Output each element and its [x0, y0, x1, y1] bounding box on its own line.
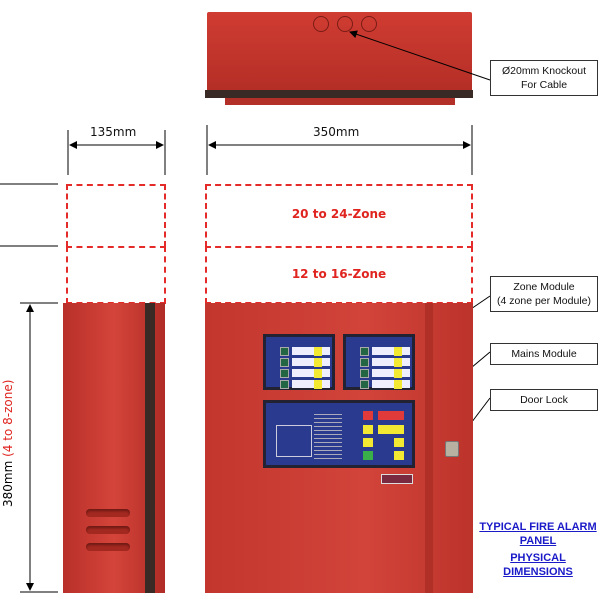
button-red [363, 411, 373, 420]
width-dimension-label: 350mm [313, 125, 360, 139]
zone-module-2 [343, 334, 415, 390]
mains-module-text: Mains Module [511, 348, 577, 360]
height-value: 380mm [1, 460, 15, 507]
height-note: (4 to 8-zone) [1, 379, 15, 457]
mains-module [263, 400, 415, 468]
zone-module-text-1: Zone Module [513, 281, 575, 293]
top-view-base [225, 98, 455, 105]
front-extension-upper [205, 184, 473, 247]
door-lock [445, 441, 459, 457]
depth-dimension-label: 135mm [90, 125, 137, 139]
side-extension-lower [66, 246, 166, 304]
extension-label-upper: 20 to 24-Zone [291, 207, 387, 221]
height-dimension-label: 380mm (4 to 8-zone) [1, 380, 15, 507]
vent-slot [86, 526, 130, 534]
knockout-text-1: Ø20mm Knockout [501, 65, 587, 77]
mains-module-callout: Mains Module [490, 343, 598, 365]
brand-badge [381, 474, 413, 484]
door-lock-text: Door Lock [520, 394, 568, 406]
button-yellow [363, 438, 373, 447]
knockout-hole [313, 16, 329, 32]
side-extension-upper [66, 184, 166, 247]
zone-module-callout: Zone Module (4 zone per Module) [490, 276, 598, 312]
indicator-yellow [394, 451, 404, 460]
fault-indicator [378, 425, 404, 434]
key-switch-area [276, 425, 312, 457]
zone-module-1 [263, 334, 335, 390]
knockout-hole [337, 16, 353, 32]
button-green [363, 451, 373, 460]
knockout-text-2: For Cable [520, 79, 568, 91]
fire-indicator [378, 411, 404, 420]
diagram-title: TYPICAL FIRE ALARM PANEL PHYSICAL DIMENS… [478, 520, 598, 582]
side-view-door-edge [145, 303, 155, 593]
diagram-title-line2: PHYSICAL DIMENSIONS [503, 552, 573, 578]
knockout-callout: Ø20mm Knockout For Cable [490, 60, 598, 96]
diagram-title-line1: TYPICAL FIRE ALARM PANEL [479, 521, 597, 547]
door-lock-callout: Door Lock [490, 389, 598, 411]
indicator-yellow [394, 438, 404, 447]
status-legend [314, 411, 342, 461]
front-door-hinge-edge [425, 303, 433, 593]
top-view-lip [205, 90, 473, 98]
button-yellow [363, 425, 373, 434]
extension-label-lower: 12 to 16-Zone [291, 267, 387, 281]
knockout-hole [361, 16, 377, 32]
vent-slot [86, 543, 130, 551]
zone-module-text-2: (4 zone per Module) [497, 295, 591, 307]
vent-slot [86, 509, 130, 517]
